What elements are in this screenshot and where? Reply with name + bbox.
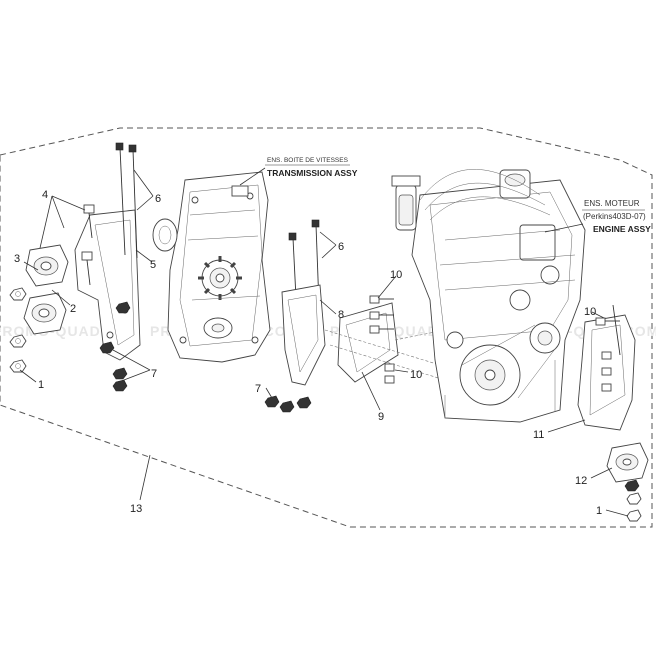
center-bracket-group [264,219,446,413]
callout-7-center: 7 [255,383,261,395]
callout-3: 3 [14,253,20,265]
callout-7-left: 7 [151,368,157,380]
engine-label-fr: ENS. MOTEUR [584,199,640,208]
callout-2: 2 [70,303,76,315]
engine-caption: ENS. MOTEUR (Perkins403D-07) ENGINE ASSY [582,199,651,234]
callout-8: 8 [338,309,344,321]
transmission-assembly [152,171,271,363]
callout-1-right: 1 [596,505,602,517]
callout-1-left: 1 [38,379,44,391]
transmission-label-en: TRANSMISSION ASSY [267,168,358,178]
transmission-label-fr: ENS. BOITE DE VITESSES [267,157,349,164]
callout-5: 5 [150,259,156,271]
left-mount-group [9,142,141,392]
callout-10-center-bottom: 10 [410,369,422,381]
callout-6-left: 6 [155,193,161,205]
callout-9: 9 [378,411,384,423]
callout-10-right: 10 [584,306,596,318]
engine-model-label: (Perkins403D-07) [583,212,646,221]
callout-13: 13 [130,503,142,515]
engine-label-en: ENGINE ASSY [593,224,651,234]
callouts: 4 3 2 5 6 7 1 6 8 7 9 10 10 10 11 12 1 1… [14,189,602,517]
callout-12: 12 [575,475,587,487]
callout-11: 11 [533,429,544,441]
callout-10-center-top: 10 [390,269,402,281]
assembly-boundary [0,127,653,528]
engine-assembly [391,169,586,423]
leader-lines [19,167,629,517]
transmission-caption: ENS. BOITE DE VITESSES TRANSMISSION ASSY [265,157,358,178]
right-mount-group [577,304,649,522]
callout-6-center: 6 [338,241,344,253]
callout-4: 4 [42,189,48,201]
